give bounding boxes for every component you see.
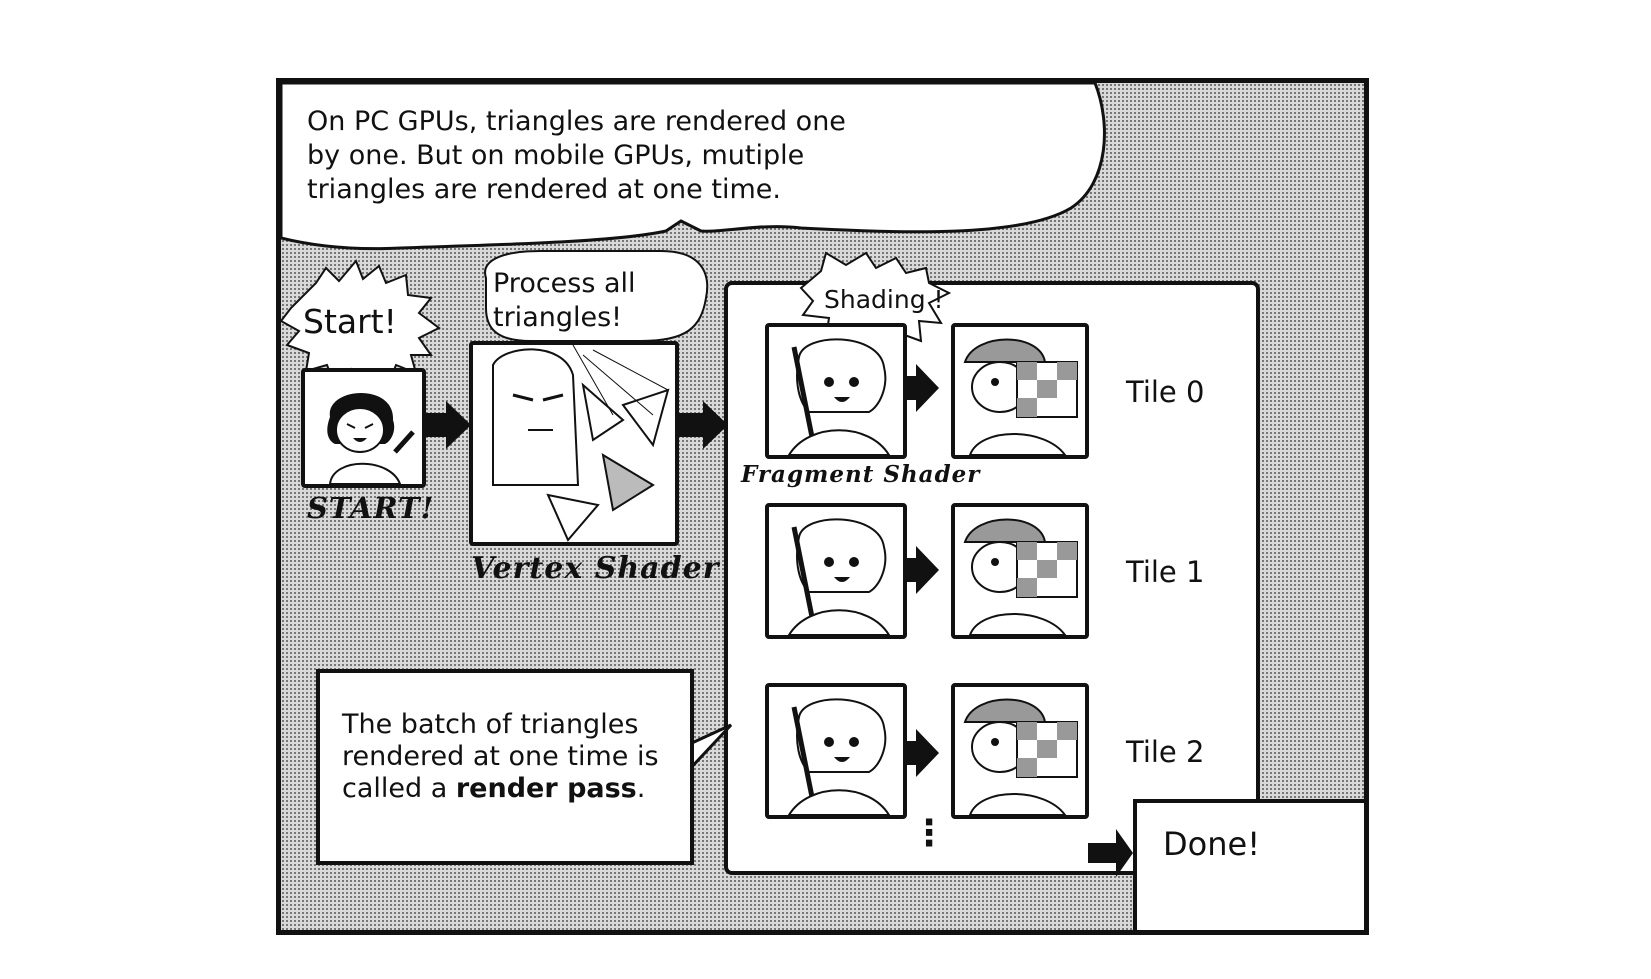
intro-caption-cloud: [281, 83, 1106, 251]
tile-holder-icon: [963, 518, 1078, 635]
vertex-shader-label: Vertex Shader: [471, 551, 720, 586]
fragment-shader-label: Fragment Shader: [741, 461, 981, 488]
render-pass-prefix: called a: [342, 773, 456, 804]
render-pass-note: The batch of triangles rendered at one t…: [316, 669, 694, 865]
start-character-frame: [301, 368, 426, 488]
start-bubble-text: Start!: [303, 302, 397, 341]
tile-result-frame-2: [951, 683, 1089, 819]
shading-bubble-text: Shading !: [824, 285, 944, 314]
fragment-shader-frame-2: [765, 683, 907, 819]
tile-label-0: Tile 0: [1126, 375, 1205, 409]
comic-panel: On PC GPUs, triangles are rendered one b…: [276, 78, 1369, 935]
tile-result-frame-0: [951, 323, 1089, 459]
vertex-bubble-text: Process all triangles!: [493, 267, 636, 335]
arrow-start-to-vertex: [416, 401, 471, 449]
vertex-bubble: [484, 250, 709, 342]
vertex-character-icon: [492, 345, 670, 542]
vertex-bubble-line: triangles!: [493, 302, 622, 333]
fragment-shader-frame-0: [765, 323, 907, 459]
tile-label-2: Tile 2: [1126, 735, 1205, 769]
render-pass-term: render pass: [455, 773, 637, 804]
intro-caption-line: triangles are rendered at one time.: [307, 174, 781, 205]
render-pass-line: rendered at one time is: [342, 741, 659, 772]
intro-caption: On PC GPUs, triangles are rendered one b…: [307, 105, 846, 207]
render-pass-suffix: .: [636, 773, 646, 804]
arrow-to-done: [1088, 829, 1133, 877]
done-label: Done!: [1163, 825, 1261, 863]
intro-caption-line: by one. But on mobile GPUs, mutiple: [307, 140, 805, 171]
render-pass-note-text: The batch of triangles rendered at one t…: [342, 709, 659, 805]
start-label: START!: [307, 491, 435, 525]
render-pass-line: The batch of triangles: [342, 709, 639, 740]
arrow-vertex-to-fragment: [676, 401, 728, 449]
painter-icon: [787, 338, 891, 455]
vertex-bubble-line: Process all: [493, 268, 636, 299]
tile-holder-icon: [963, 698, 1078, 815]
fragment-shader-frame-1: [765, 503, 907, 639]
vertex-shader-frame: [469, 341, 679, 546]
done-box: Done!: [1133, 799, 1364, 930]
ellipsis-marker: ⋮: [911, 813, 947, 854]
render-pass-line: called a render pass.: [342, 773, 659, 805]
painter-icon: [787, 698, 891, 815]
painter-icon: [787, 518, 891, 635]
tile-holder-icon: [963, 338, 1078, 455]
intro-caption-line: On PC GPUs, triangles are rendered one: [307, 106, 846, 137]
tile-label-1: Tile 1: [1126, 555, 1205, 589]
start-character-icon: [327, 392, 415, 484]
tile-result-frame-1: [951, 503, 1089, 639]
